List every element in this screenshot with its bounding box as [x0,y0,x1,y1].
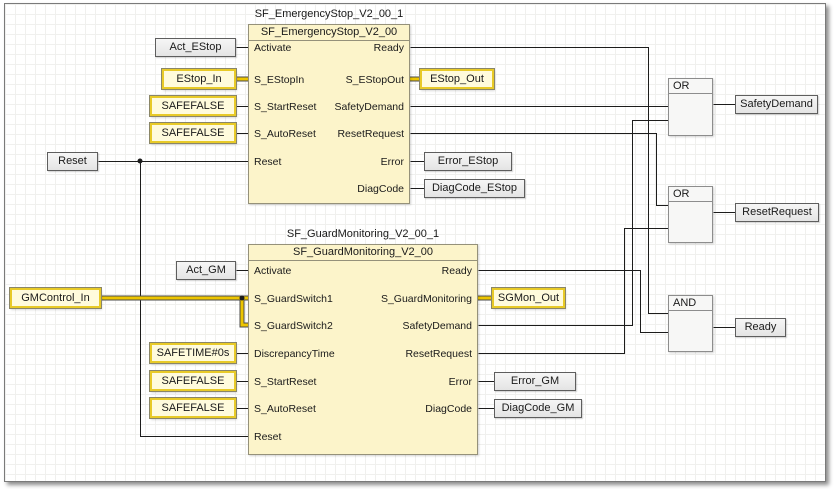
instance-label-emergency-stop[interactable]: SF_EmergencyStop_V2_00_1 [254,8,404,20]
fb-guard-monitoring-title: SF_GuardMonitoring_V2_00 [249,245,477,261]
operand-safefalse-es-autoreset[interactable]: SAFEFALSE [150,123,236,143]
pin-gm-s-autoreset: S_AutoReset [254,403,316,415]
pin-es-diagcode: DiagCode [357,183,404,195]
pin-gm-s-guardmonitoring: S_GuardMonitoring [380,293,472,305]
operand-act-gm[interactable]: Act_GM [176,261,236,280]
pin-gm-ready: Ready [441,265,472,277]
pin-es-s-autoreset: S_AutoReset [254,128,316,140]
pin-gm-resetrequest: ResetRequest [405,348,472,360]
gate-or-resetrequest[interactable]: OR [668,186,713,243]
pin-gm-s-startreset: S_StartReset [254,376,317,388]
pin-es-s-estopout: S_EStopOut [345,74,404,86]
operand-gmcontrol-in[interactable]: GMControl_In [10,288,101,308]
operand-safefalse-gm-autoreset[interactable]: SAFEFALSE [150,398,236,418]
operand-safetime[interactable]: SAFETIME#0s [150,343,236,363]
pin-gm-error: Error [448,376,472,388]
pin-es-safetydemand: SafetyDemand [334,101,404,113]
operand-diagcode-estop[interactable]: DiagCode_EStop [424,179,525,198]
pin-es-s-estopin: S_EStopIn [254,74,305,86]
operand-reset[interactable]: Reset [47,152,98,171]
operand-estop-out[interactable]: EStop_Out [420,69,494,89]
pin-es-ready: Ready [373,42,404,54]
operand-safefalse-gm-startreset[interactable]: SAFEFALSE [150,371,236,391]
operand-diagcode-gm[interactable]: DiagCode_GM [494,399,582,418]
fb-emergency-stop[interactable]: SF_EmergencyStop_V2_00 Activate S_EStopI… [248,24,410,204]
operand-safefalse-es-startreset[interactable]: SAFEFALSE [150,96,236,116]
fb-emergency-stop-title: SF_EmergencyStop_V2_00 [249,25,409,41]
pin-gm-s-guardswitch1: S_GuardSwitch1 [254,293,333,305]
gate-or-safetydemand[interactable]: OR [668,78,713,136]
pin-gm-discrepancytime: DiscrepancyTime [254,348,335,360]
pin-gm-safetydemand: SafetyDemand [402,320,472,332]
gate-or-resetrequest-label: OR [669,187,712,202]
gate-and-ready[interactable]: AND [668,295,713,352]
gate-or-safetydemand-label: OR [669,79,712,94]
pin-es-activate: Activate [254,42,292,54]
operand-ready[interactable]: Ready [735,318,786,337]
operand-sgmon-out[interactable]: SGMon_Out [492,288,565,308]
pin-gm-activate: Activate [254,265,292,277]
operand-act-estop[interactable]: Act_EStop [155,38,236,57]
fb-guard-monitoring[interactable]: SF_GuardMonitoring_V2_00 Activate S_Guar… [248,244,478,455]
pin-es-resetrequest: ResetRequest [337,128,404,140]
pin-gm-diagcode: DiagCode [425,403,472,415]
pin-es-s-startreset: S_StartReset [254,101,317,113]
pin-es-reset: Reset [254,156,282,168]
operand-estop-in[interactable]: EStop_In [162,69,236,89]
instance-label-guard-monitoring[interactable]: SF_GuardMonitoring_V2_00_1 [286,228,440,240]
pin-gm-reset: Reset [254,431,282,443]
pin-gm-s-guardswitch2: S_GuardSwitch2 [254,320,333,332]
operand-error-gm[interactable]: Error_GM [494,372,576,391]
operand-error-estop[interactable]: Error_EStop [424,152,512,171]
pin-es-error: Error [380,156,404,168]
operand-resetrequest[interactable]: ResetRequest [735,203,819,222]
gate-and-ready-label: AND [669,296,712,311]
operand-safetydemand[interactable]: SafetyDemand [735,95,818,114]
